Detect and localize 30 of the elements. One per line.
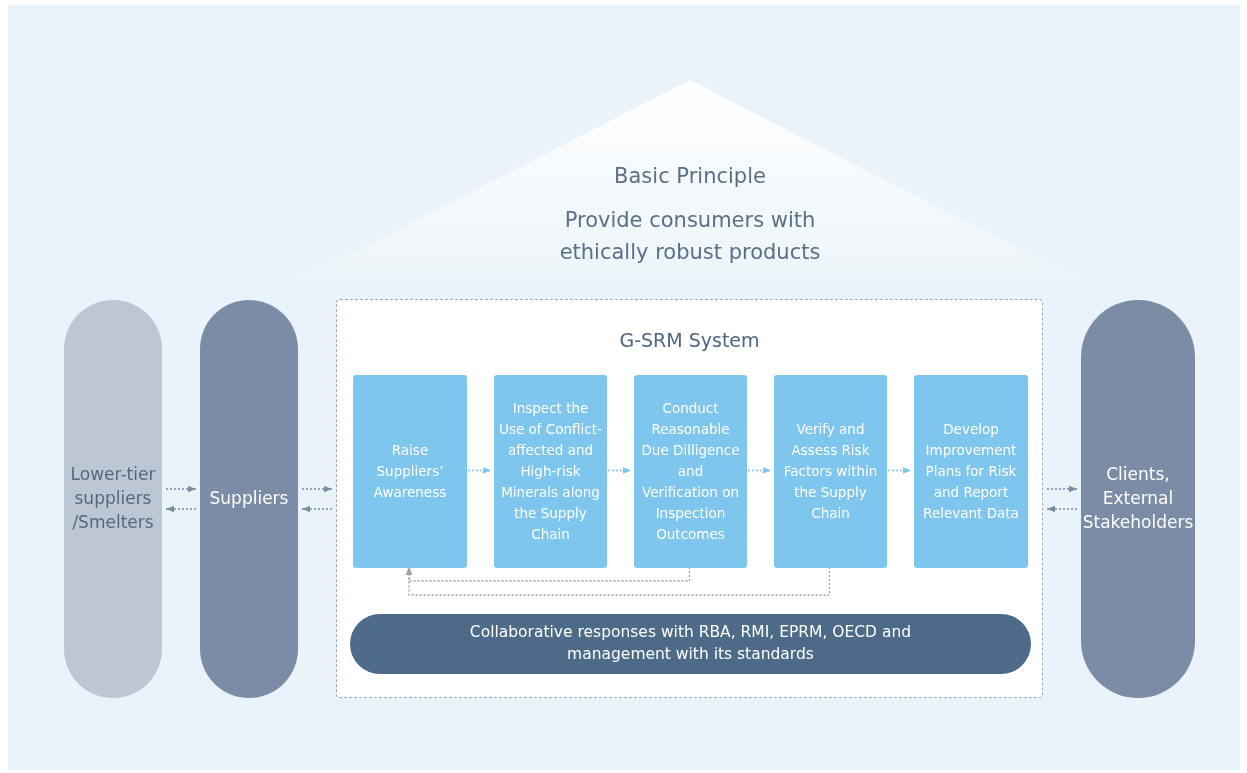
heading: Basic Principle — [614, 163, 766, 190]
arrow — [301, 485, 333, 493]
arrow — [1046, 505, 1078, 513]
banner-bar — [350, 614, 1031, 674]
node-label: Inspect the Use of Conflict-affected and High-risk Minerals along the Supply Chain — [498, 399, 603, 544]
node-label: Clients, External Stakeholders — [1081, 463, 1195, 534]
arrow — [405, 566, 831, 596]
process-box — [774, 375, 887, 568]
node-label: Verify and Assess Risk Factors within the Supply Chain — [782, 420, 879, 523]
arrow — [467, 467, 492, 474]
arrow — [165, 505, 197, 513]
frame-title: G-SRM System — [619, 328, 760, 353]
process-box — [634, 375, 747, 568]
node-label: Conduct Reasonable Due Dilligence and Verification on Inspection Outcomes — [640, 399, 741, 544]
arrow — [887, 467, 912, 474]
node-label: Suppliers — [209, 487, 289, 511]
arrow — [747, 467, 772, 474]
process-box — [914, 375, 1028, 568]
principle-text: Provide consumers with ethically robust products — [558, 207, 822, 266]
process-box — [353, 375, 467, 568]
process-box — [494, 375, 607, 568]
system-frame — [336, 299, 1043, 698]
arrow — [607, 467, 632, 474]
arrow — [1046, 485, 1078, 493]
arrow — [301, 505, 333, 513]
arrow — [165, 485, 197, 493]
node-label: Lower-tier suppliers /Smelters — [69, 463, 157, 534]
node-label: Develop Improvement Plans for Risk and Report Relevant Data — [922, 420, 1020, 523]
node-label: Collaborative responses with RBA, RMI, EPRM, OECD and management with its standards — [468, 622, 913, 665]
node-label: Raise Suppliers’ Awareness — [372, 441, 448, 502]
